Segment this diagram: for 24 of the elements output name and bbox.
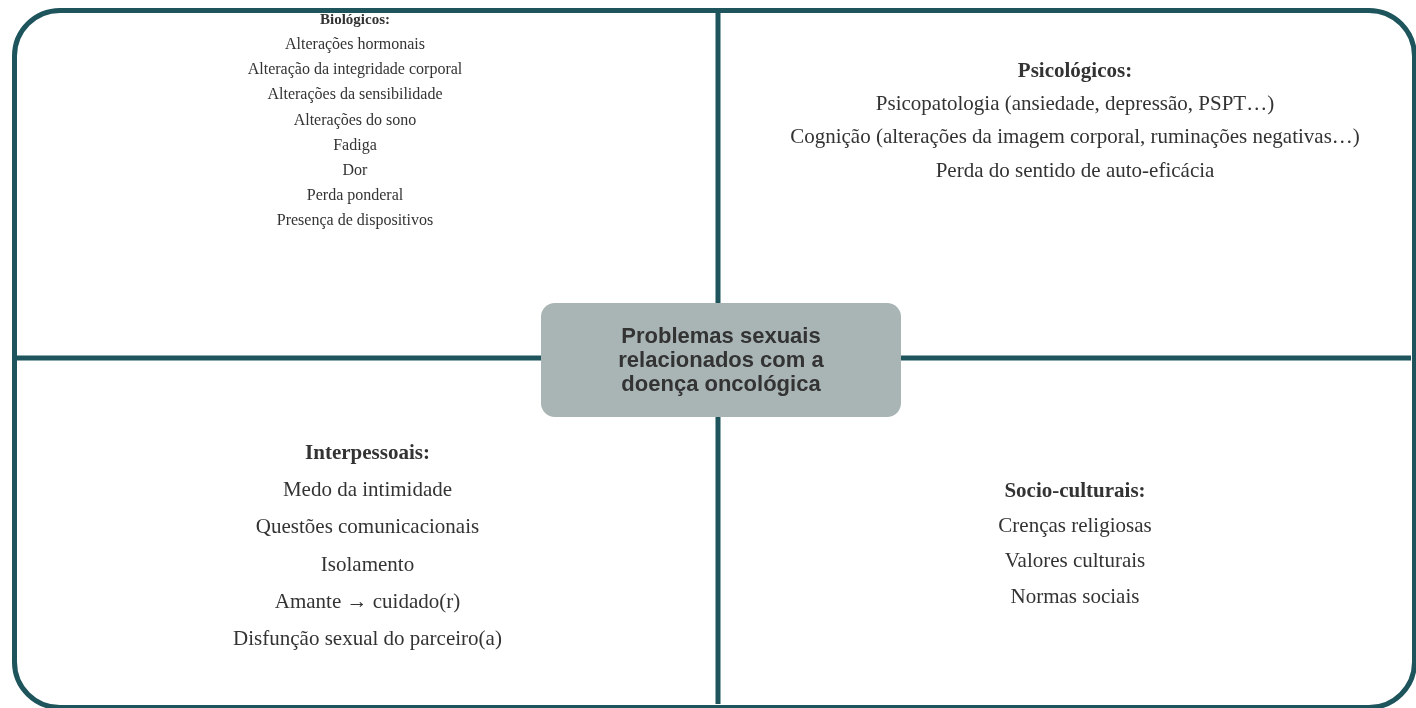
factor-item: Presença de dispositivos <box>276 210 434 230</box>
factor-item: Amante → cuidado(r) <box>274 588 461 614</box>
category-heading: Interpessoais: <box>305 440 430 466</box>
factor-item: Normas sociais <box>1010 583 1140 609</box>
factor-item: Alteração da integridade corporal <box>247 59 463 79</box>
factor-item: Valores culturais <box>1004 548 1146 574</box>
factor-item: Perda do sentido de auto-eficácia <box>935 157 1215 183</box>
factor-item: Disfunção sexual do parceiro(a) <box>233 625 502 652</box>
factor-item: Perda ponderal <box>306 185 404 205</box>
center-box: Problemas sexuais relacionados com a doença oncológica <box>541 303 901 417</box>
factor-item: Psicopatologia (ansiedade, depressão, PSPT…) <box>875 91 1275 117</box>
factor-item: Questões comunicacionais <box>255 514 480 540</box>
factor-item: Alterações da sensibilidade <box>267 84 443 104</box>
factor-item: Dor <box>342 159 368 180</box>
factor-item: Fadiga <box>333 134 377 154</box>
factor-item: Alterações do sono <box>293 109 417 129</box>
factor-item: Isolamento <box>320 551 415 577</box>
category-heading: Socio-culturais: <box>1004 478 1146 504</box>
factor-item: Medo da intimidade <box>282 477 453 503</box>
factor-item: Alterações hormonais <box>285 34 425 54</box>
factor-item: Cognição (alterações da imagem corporal, ruminações negativas…) <box>790 124 1360 150</box>
category-heading: Biológicos: <box>320 10 390 28</box>
factor-item: Crenças religiosas <box>998 513 1152 539</box>
category-heading: Psicológicos: <box>1017 58 1133 84</box>
